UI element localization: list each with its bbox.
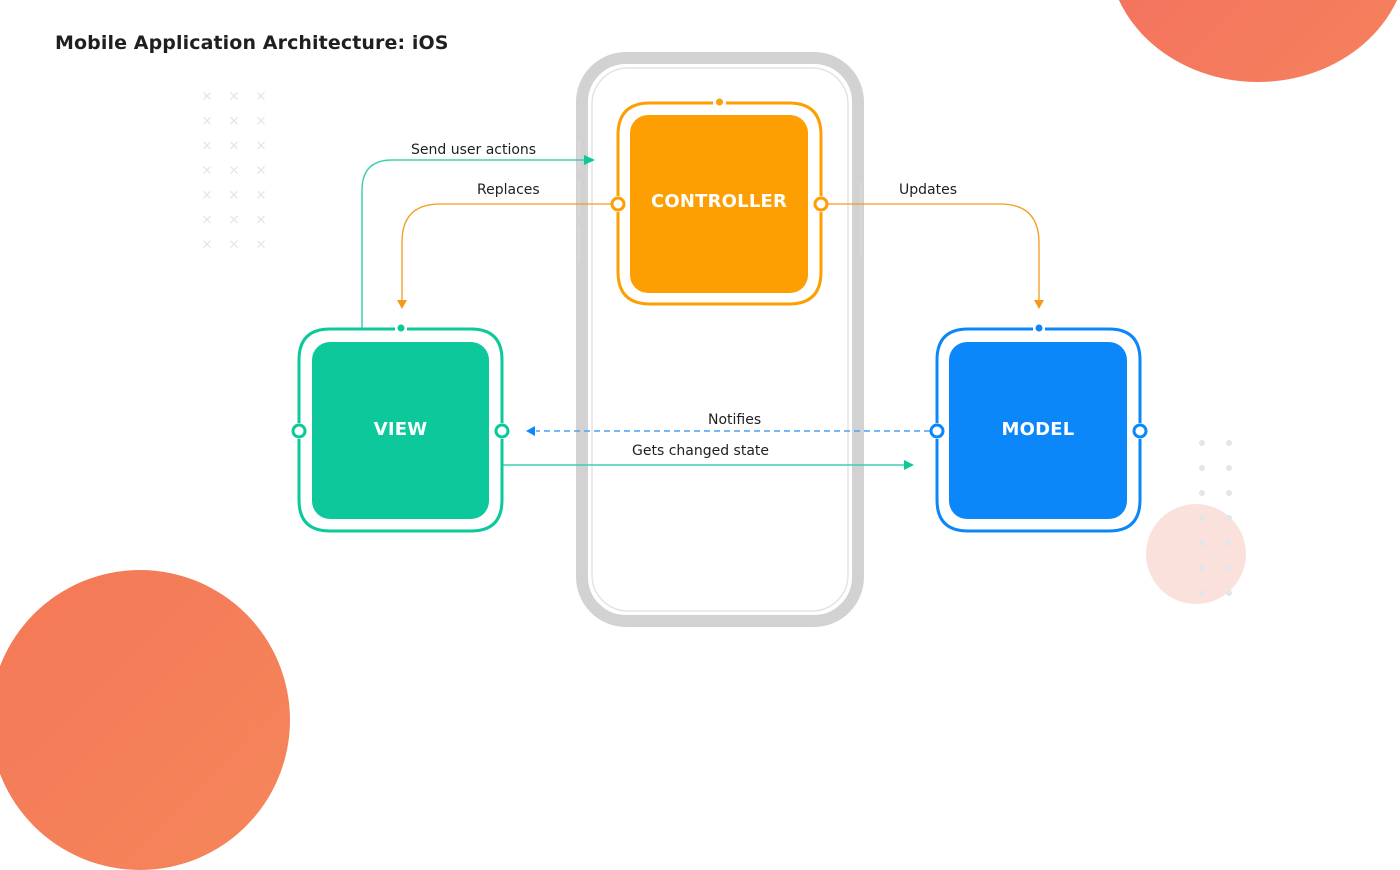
dot-mark bbox=[1199, 565, 1205, 571]
port-top-dot bbox=[1035, 324, 1043, 332]
edge-updates bbox=[827, 203, 1044, 309]
node-model-label: MODEL bbox=[1001, 419, 1075, 440]
x-mark-icon bbox=[257, 92, 265, 100]
node-view-label: VIEW bbox=[373, 419, 428, 440]
dot-mark bbox=[1199, 490, 1205, 496]
x-mark-icon bbox=[203, 240, 211, 249]
x-mark-icon bbox=[230, 166, 238, 175]
x-mark-icon bbox=[230, 240, 238, 249]
dot-mark bbox=[1226, 565, 1232, 571]
phone-button-power bbox=[859, 182, 863, 256]
edge-label-gets-changed-state: Gets changed state bbox=[632, 443, 770, 459]
x-mark-icon bbox=[203, 215, 211, 224]
phone-button-volume-down bbox=[577, 226, 581, 262]
dot-mark bbox=[1226, 590, 1232, 596]
phone-button-volume-up bbox=[577, 180, 581, 216]
node-model[interactable] bbox=[929, 324, 1148, 533]
edge-label-updates: Updates bbox=[899, 182, 957, 198]
x-mark-icon bbox=[257, 141, 265, 150]
edge-notifies bbox=[526, 426, 930, 436]
dot-mark bbox=[1199, 440, 1205, 446]
phone-button-silent bbox=[577, 140, 581, 170]
x-mark-icon bbox=[230, 190, 238, 199]
dot-mark bbox=[1199, 540, 1205, 546]
dot-mark bbox=[1226, 440, 1232, 446]
x-mark-icon bbox=[257, 116, 265, 125]
dot-mark bbox=[1199, 465, 1205, 471]
x-mark-icon bbox=[203, 166, 211, 175]
dot-mark bbox=[1226, 465, 1232, 471]
node-controller[interactable] bbox=[610, 98, 829, 306]
arrowhead-icon bbox=[904, 460, 914, 470]
edge-send-user-actions bbox=[361, 155, 595, 328]
x-mark-icon bbox=[203, 141, 211, 150]
x-mark-icon bbox=[230, 116, 238, 125]
port-right-icon bbox=[1132, 423, 1148, 439]
port-right-icon bbox=[813, 196, 829, 212]
dot-mark bbox=[1226, 515, 1232, 521]
arrowhead-icon bbox=[1034, 300, 1044, 309]
decorative-dot-pattern bbox=[1199, 440, 1232, 596]
arrowhead-icon bbox=[584, 155, 595, 165]
edge-label-notifies: Notifies bbox=[708, 412, 762, 428]
x-mark-icon bbox=[230, 215, 238, 224]
port-right-icon bbox=[494, 423, 510, 439]
port-left-icon bbox=[291, 423, 307, 439]
edge-replaces bbox=[397, 203, 612, 309]
dot-mark bbox=[1199, 590, 1205, 596]
port-left-icon bbox=[610, 196, 626, 212]
x-mark-icon bbox=[230, 92, 238, 100]
x-mark-icon bbox=[230, 141, 238, 150]
node-view[interactable] bbox=[291, 324, 510, 533]
x-mark-icon bbox=[257, 166, 265, 175]
x-mark-icon bbox=[203, 92, 211, 100]
page-title: Mobile Application Architecture: iOS bbox=[55, 32, 449, 54]
port-top-dot bbox=[397, 324, 405, 332]
dot-mark bbox=[1226, 540, 1232, 546]
node-controller-label: CONTROLLER bbox=[650, 191, 788, 212]
x-mark-icon bbox=[257, 240, 265, 249]
decorative-x-pattern bbox=[203, 92, 265, 249]
dot-mark bbox=[1226, 490, 1232, 496]
arrowhead-icon bbox=[397, 300, 407, 309]
x-mark-icon bbox=[257, 190, 265, 199]
dot-mark bbox=[1199, 515, 1205, 521]
x-mark-icon bbox=[203, 190, 211, 199]
x-mark-icon bbox=[203, 116, 211, 125]
port-left-icon bbox=[929, 423, 945, 439]
architecture-diagram bbox=[203, 52, 1232, 627]
edge-gets-changed-state bbox=[502, 460, 914, 470]
x-mark-icon bbox=[257, 215, 265, 224]
port-top-dot bbox=[716, 98, 723, 106]
edge-label-send-user-actions: Send user actions bbox=[411, 142, 537, 158]
arrowhead-icon bbox=[526, 426, 535, 436]
edge-label-replaces: Replaces bbox=[477, 182, 540, 198]
